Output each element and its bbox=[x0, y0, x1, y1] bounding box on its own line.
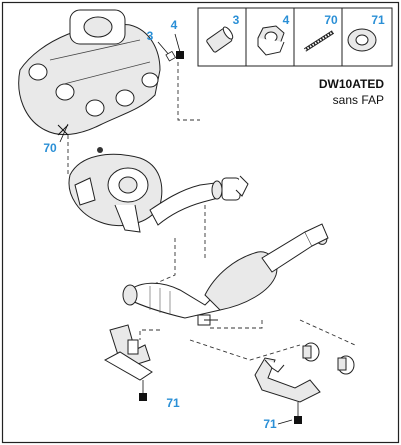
engine-code: DW10ATED bbox=[319, 77, 384, 91]
callout-nut: 4 bbox=[171, 18, 178, 32]
intake-pipe bbox=[149, 175, 249, 226]
callout-sleeve: 3 bbox=[147, 29, 154, 43]
assembly-line-6 bbox=[139, 329, 160, 340]
washer-part-right bbox=[294, 416, 302, 424]
legend-ref-4: 4 bbox=[283, 13, 290, 27]
washer-icon bbox=[347, 28, 377, 52]
legend-ref-71: 71 bbox=[371, 13, 385, 27]
leader-4 bbox=[174, 33, 181, 53]
callout-bracket-right: 71 bbox=[263, 417, 277, 431]
catalytic-converter bbox=[122, 223, 329, 319]
assembly-line-1 bbox=[177, 62, 200, 121]
legend-box: 3 4 70 71 bbox=[197, 7, 393, 67]
nut-part bbox=[176, 51, 184, 59]
exhaust-manifold bbox=[18, 9, 161, 153]
assembly-line-3 bbox=[144, 238, 176, 289]
callout-stud: 70 bbox=[43, 141, 57, 155]
turbocharger bbox=[68, 153, 163, 233]
bracket-left bbox=[103, 324, 153, 381]
stud-icon bbox=[303, 30, 335, 52]
sleeve-part bbox=[165, 50, 177, 62]
engine-variant: sans FAP bbox=[333, 93, 384, 107]
pipe-clamp bbox=[197, 314, 218, 326]
callout-bracket-left: 71 bbox=[166, 396, 180, 410]
washer-part-left bbox=[139, 393, 147, 401]
legend-ref-70: 70 bbox=[324, 13, 338, 27]
legend-ref-3: 3 bbox=[233, 13, 240, 27]
bracket-right bbox=[254, 342, 355, 403]
sleeve-icon bbox=[206, 26, 234, 53]
leader-71-right-2 bbox=[277, 419, 293, 425]
assembly-line-7 bbox=[189, 339, 301, 361]
stud-part bbox=[57, 124, 69, 136]
assembly-line-5 bbox=[210, 320, 263, 329]
nut-icon bbox=[257, 25, 285, 56]
assembly-line-8 bbox=[299, 319, 356, 346]
